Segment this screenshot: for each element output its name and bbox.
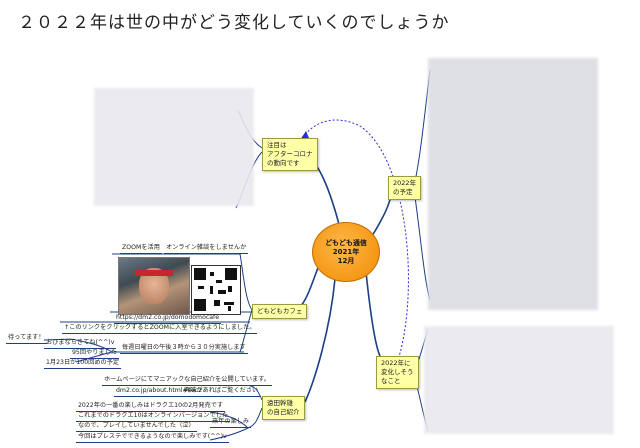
center-line-1: どもども通信 [325, 239, 367, 248]
leaf-link-note: ↑このリンクをクリックするとZOOMに入室できるようにしました。 [62, 324, 257, 334]
edge-center-cafe [296, 262, 320, 310]
leaf-dq-release: 2022年の一番の楽しみはドラクエ10の2月発売です [76, 402, 225, 412]
leaf-count: 95回やりました [70, 349, 119, 359]
blurred-region-top-left [94, 88, 254, 206]
leaf-homepage: ホームページにてマニアックな自己紹介を公開しています。 [102, 376, 272, 386]
topic-intro[interactable]: 遠田幹雄 の自己紹介 [262, 396, 305, 420]
leaf-dq-online: これまでのドラクエ10はオンラインバージョンでした [76, 412, 230, 422]
leaf-cafe-url[interactable]: https://dm2.co.jp/domodomocafe [114, 314, 221, 324]
blurred-region-right-lower [424, 326, 614, 434]
profile-photo [118, 257, 190, 315]
leaf-waiting: 待ってます！ [6, 334, 47, 344]
topic-plan-2022[interactable]: 2022年 の予定 [388, 176, 421, 200]
center-node[interactable]: どもども通信 2021年 12月 [312, 222, 380, 282]
leaf-not-played: なので、プレイしていませんでした（泣） [76, 422, 197, 432]
leaf-centennial: 1月23日が100回めの予定 [44, 359, 121, 369]
qr-code[interactable] [191, 265, 241, 315]
topic-cafe[interactable]: どもどもカフェ [252, 304, 307, 319]
leaf-ps-next: 今回はプレステでできるようなので楽しみです(^^)v [76, 433, 229, 443]
blurred-region-right-upper [428, 58, 598, 310]
center-line-2: 2021年 [333, 248, 359, 257]
leaf-interest: 興味があればご覧ください [182, 387, 260, 397]
center-line-3: 12月 [338, 257, 355, 266]
edge-center-change [366, 272, 380, 356]
edge-center-intro [305, 279, 335, 402]
topic-attention[interactable]: 注目は アフターコロナ の動向です [262, 138, 318, 171]
leaf-schedule: 毎週日曜日の午後３時から３０分実施します [120, 344, 248, 354]
leaf-online-chat: オンライン雑談をしませんか [164, 244, 248, 254]
topic-change-2022[interactable]: 2022年に 変化しそう なこと [376, 356, 419, 389]
leaf-drop-in: おひまならきてね(^^)v [44, 339, 116, 349]
leaf-zoom: ZOOMを活用 [120, 244, 162, 254]
